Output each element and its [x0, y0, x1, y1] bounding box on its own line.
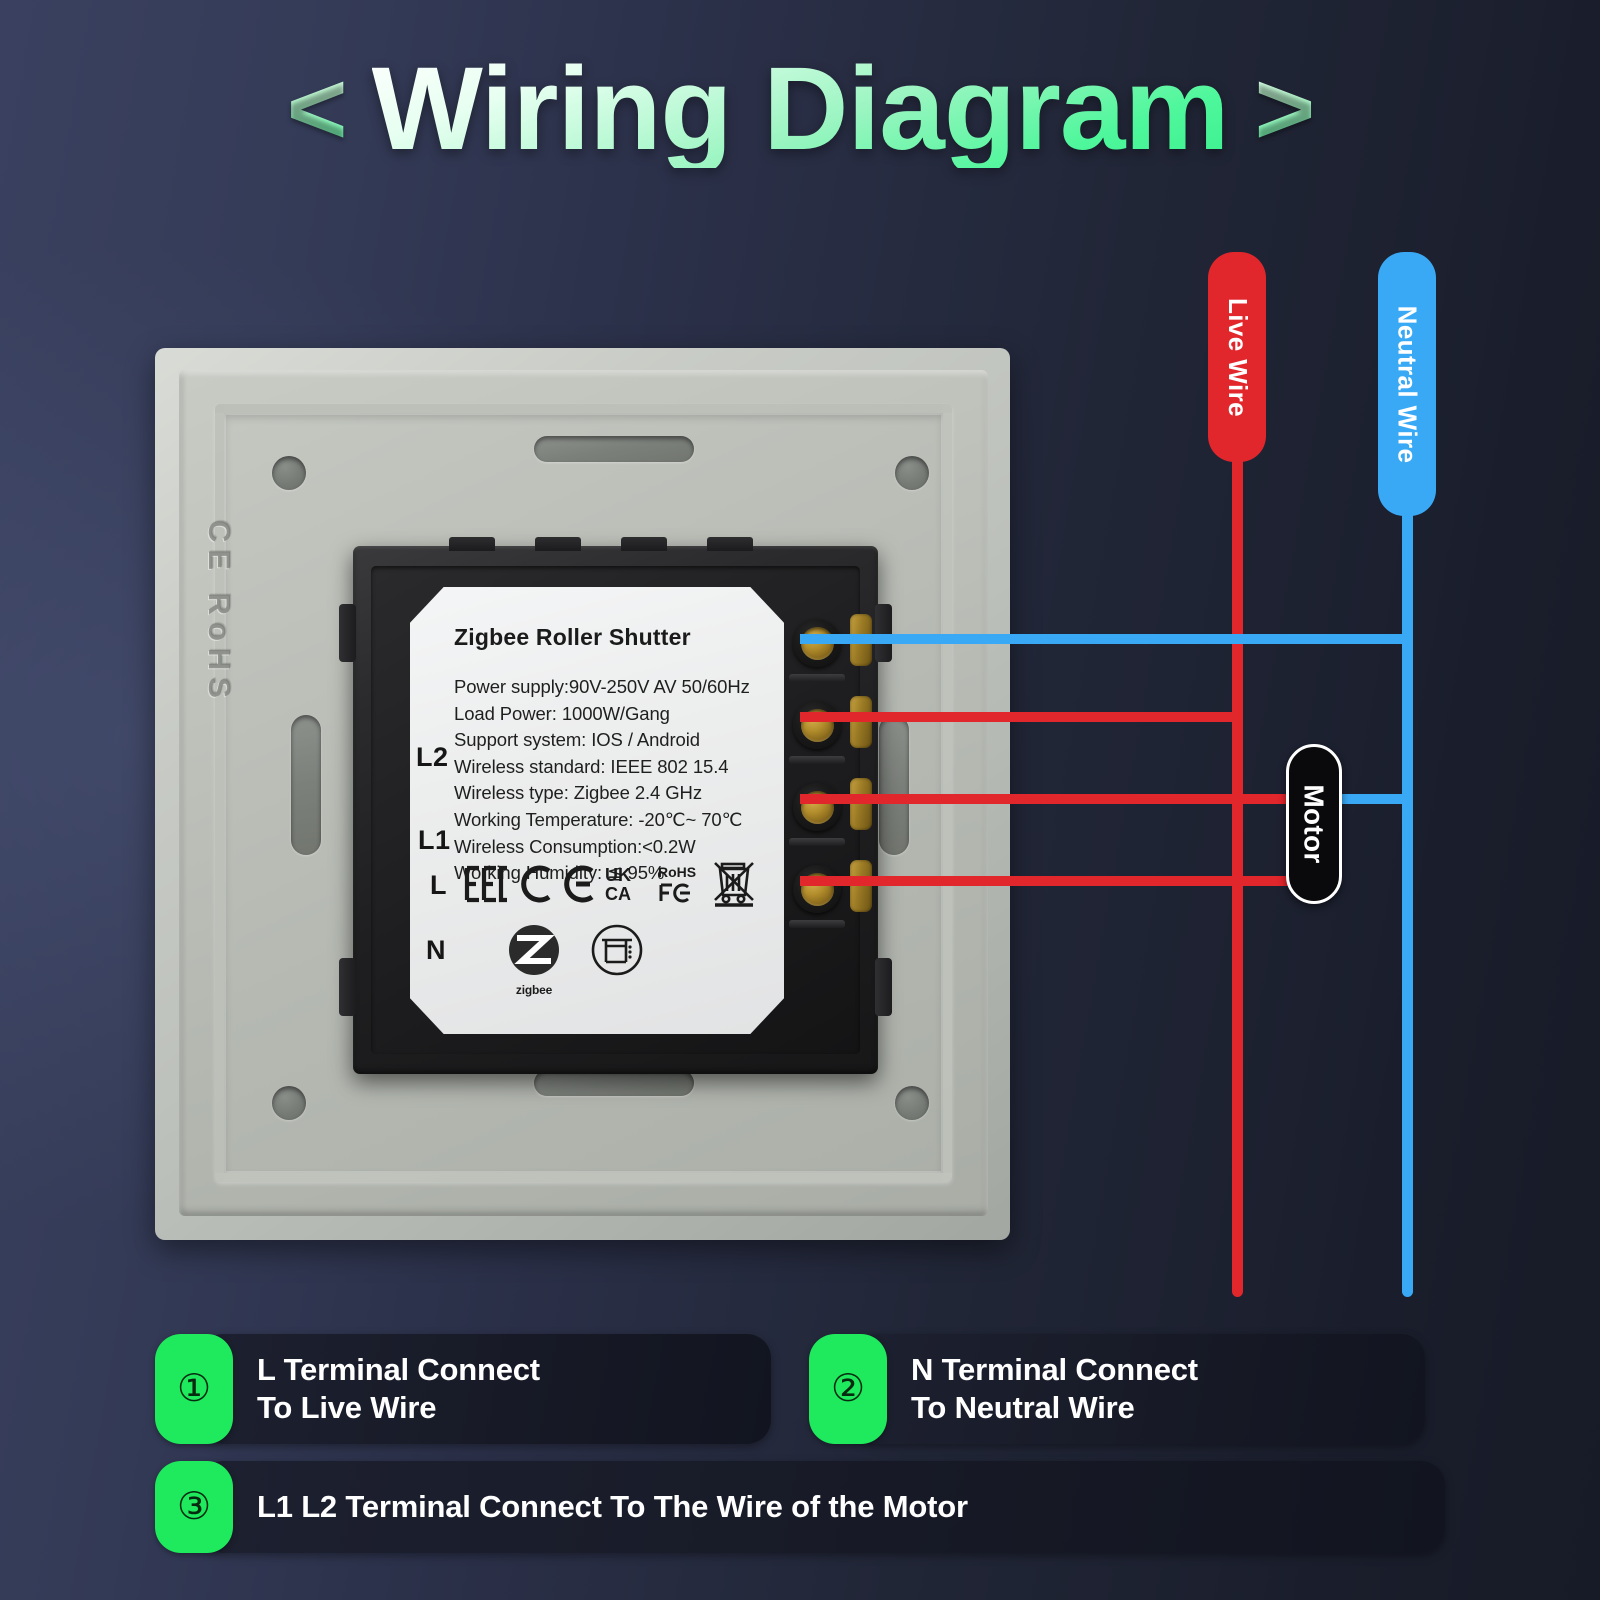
legend-text-3: L1 L2 Terminal Connect To The Wire of th…	[199, 1461, 1445, 1553]
spec-line: Wireless Consumption:<0.2W	[454, 835, 696, 857]
terminal-divider	[789, 756, 845, 764]
module-notch	[535, 537, 581, 551]
legend-item-3[interactable]: ③ L1 L2 Terminal Connect To The Wire of …	[155, 1461, 1445, 1553]
legend-text-3-line1: L1 L2 Terminal Connect To The Wire of th…	[257, 1489, 968, 1524]
legend-text-1: L Terminal Connect To Live Wire	[199, 1334, 771, 1444]
brand-logos-row: zigbee	[506, 923, 644, 997]
terminal-divider	[789, 674, 845, 682]
eac-mark-icon	[464, 865, 507, 903]
module-side-tab	[875, 604, 892, 662]
page-title: < Wiring Diagram >	[0, 34, 1600, 184]
module-side-tab	[339, 604, 356, 662]
terminal-spring-contact	[850, 778, 872, 830]
plate-slot-left	[291, 715, 321, 855]
live-wire-bus	[1232, 262, 1243, 1297]
plate-screw-hole-br	[895, 1086, 929, 1120]
neutral-wire-label: Neutral Wire	[1378, 252, 1436, 516]
zigbee-logo: zigbee	[506, 923, 562, 997]
live-wire-label-text: Live Wire	[1222, 297, 1253, 417]
legend-item-1[interactable]: ① L Terminal Connect To Live Wire	[155, 1334, 771, 1444]
legend-text-2-line2: To Neutral Wire	[911, 1390, 1135, 1425]
terminal-screw-l1	[793, 783, 841, 831]
terminal-divider	[789, 920, 845, 928]
legend-row-top: ① L Terminal Connect To Live Wire ② N Te…	[155, 1334, 1445, 1444]
plate-screw-hole-bl	[272, 1086, 306, 1120]
terminal-screw-n	[793, 619, 841, 667]
spec-product-title: Zigbee Roller Shutter	[454, 624, 691, 650]
svg-text:RoHS: RoHS	[658, 864, 696, 880]
ce-mark-icon	[521, 865, 551, 903]
terminal-label-l: L	[430, 870, 447, 900]
zigbee-wordmark: zigbee	[515, 983, 553, 997]
terminal-spring-contact	[850, 860, 872, 912]
device-mounting-plate: CE RoHS Zig	[179, 370, 988, 1216]
spec-line: Wireless standard: IEEE 802 15.4	[454, 755, 729, 777]
module-notch	[449, 537, 495, 551]
module-notch	[707, 537, 753, 551]
terminal-screw-l2	[793, 865, 841, 913]
legend-text-1-line2: To Live Wire	[257, 1390, 437, 1425]
legend-text-1-line1: L Terminal Connect	[257, 1352, 540, 1387]
spec-line: Support system: IOS / Android	[454, 729, 700, 751]
page-title-text: Wiring Diagram	[371, 43, 1230, 175]
title-left-chevron-icon: <	[286, 51, 348, 167]
terminal-divider	[789, 838, 845, 846]
legend-badge-1: ①	[155, 1334, 233, 1444]
terminal-label-l1: L1	[418, 825, 451, 855]
module-side-tab	[875, 958, 892, 1016]
motor-box: Motor	[1286, 744, 1342, 904]
spec-line: Wireless type: Zigbee 2.4 GHz	[454, 782, 702, 804]
legend-badge-2: ②	[809, 1334, 887, 1444]
motor-box-label: Motor	[1299, 784, 1331, 864]
title-right-chevron-icon: >	[1254, 51, 1315, 167]
terminal-screw-l	[793, 701, 841, 749]
switch-device-photo: CE RoHS Zig	[155, 348, 1010, 1240]
svg-text:CA: CA	[605, 884, 631, 904]
ce-mark-e-icon	[564, 865, 594, 903]
plate-screw-hole-tr	[895, 456, 929, 490]
rohs-fc-mark-icon: RoHS	[658, 864, 696, 903]
ukca-mark-icon: UK CA	[605, 865, 631, 904]
zigbee-circle-icon	[509, 925, 559, 975]
spec-line: Power supply:90V-250V AV 50/60Hz	[454, 676, 750, 697]
plate-slot-bottom	[534, 1070, 694, 1096]
terminal-label-n: N	[426, 935, 446, 965]
svg-text:UK: UK	[605, 865, 631, 885]
spec-line: Working Temperature: -20℃~ 70℃	[454, 808, 743, 830]
neutral-wire-label-text: Neutral Wire	[1392, 305, 1423, 463]
module-side-tab	[339, 958, 356, 1016]
terminal-label-l2: L2	[416, 742, 449, 772]
terminal-spring-contact	[850, 696, 872, 748]
spec-line: Load Power: 1000W/Gang	[454, 702, 670, 724]
module-notch	[621, 537, 667, 551]
product-spec-label: Zigbee Roller Shutter Power supply:90V-2…	[410, 587, 784, 1034]
spec-lines-list: Power supply:90V-250V AV 50/60Hz Load Po…	[454, 674, 774, 887]
plate-slot-right	[879, 715, 909, 855]
weee-bin-icon	[714, 862, 754, 907]
certification-marks-row: UK CA RoHS	[462, 858, 767, 910]
ce-rohs-emboss-text: CE RoHS	[202, 520, 237, 706]
terminal-spring-contact	[850, 614, 872, 666]
legend-item-2[interactable]: ② N Terminal Connect To Neutral Wire	[809, 1334, 1425, 1444]
legend: ① L Terminal Connect To Live Wire ② N Te…	[155, 1334, 1445, 1553]
plate-slot-top	[534, 436, 694, 462]
neutral-wire-bus	[1402, 262, 1413, 1297]
zigbee-module: Zigbee Roller Shutter Power supply:90V-2…	[339, 537, 892, 1074]
plate-screw-hole-tl	[272, 456, 306, 490]
roller-shutter-icon	[591, 924, 643, 976]
wire-motor-to-neutral	[1320, 794, 1408, 804]
legend-text-2: N Terminal Connect To Neutral Wire	[853, 1334, 1425, 1444]
live-wire-label: Live Wire	[1208, 252, 1266, 462]
legend-text-2-line1: N Terminal Connect	[911, 1352, 1198, 1387]
legend-badge-3: ③	[155, 1461, 233, 1553]
